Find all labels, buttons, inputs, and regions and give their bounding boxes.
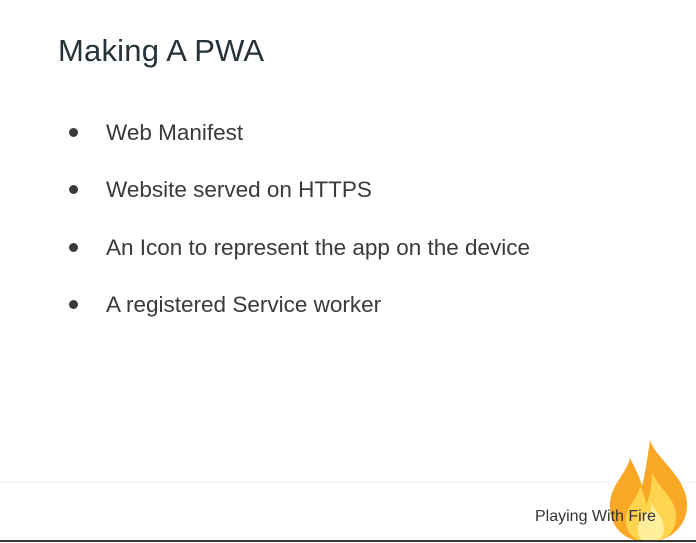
bullet-text: Web Manifest (106, 120, 244, 145)
bullet-dot-icon (69, 185, 78, 194)
bullet-text: Website served on HTTPS (106, 177, 372, 202)
slide-title: Making A PWA (58, 33, 265, 68)
bullet-dot-icon (69, 128, 78, 137)
slide-footer (0, 482, 696, 543)
flame-core (637, 502, 664, 542)
bullet-dot-icon (69, 300, 78, 309)
bottom-edge-divider (0, 540, 696, 542)
bullet-dot-icon (69, 243, 78, 252)
bullet-item: An Icon to represent the app on the devi… (0, 233, 640, 263)
bullet-item: Website served on HTTPS (0, 175, 640, 205)
bullet-item: Web Manifest (0, 118, 640, 148)
slide: Making A PWA Web Manifest Website served… (0, 33, 640, 320)
bullet-text: A registered Service worker (106, 292, 382, 317)
brand-name: Playing With Fire (535, 508, 656, 525)
bullet-item: A registered Service worker (0, 290, 640, 320)
bullet-text: An Icon to represent the app on the devi… (106, 235, 531, 260)
flame-icon (609, 440, 688, 542)
